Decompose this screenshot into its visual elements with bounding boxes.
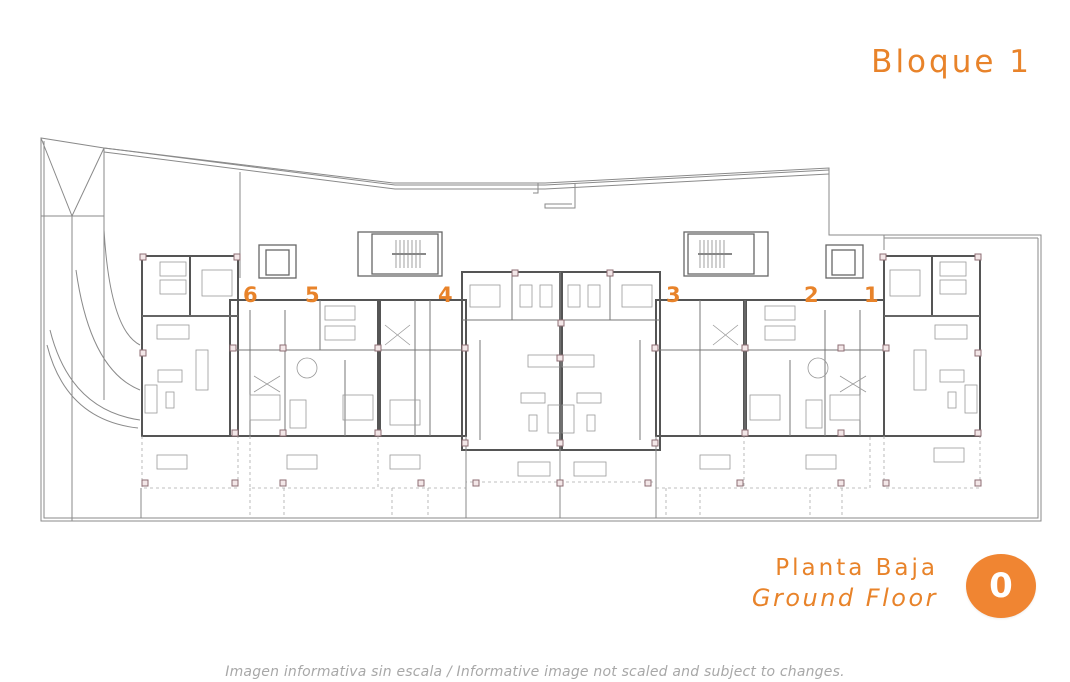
unit-number-6: 6 [243,283,258,307]
floor-label: Planta Baja Ground Floor [752,553,938,613]
floor-label-english: Ground Floor [751,584,938,612]
unit-number-5: 5 [305,283,320,307]
unit-number-4: 4 [438,283,453,307]
disclaimer-text: Imagen informativa sin escala / Informat… [225,664,845,680]
unit-number-3: 3 [666,283,681,307]
unit-number-2: 2 [804,283,819,307]
floor-label-spanish: Planta Baja [775,555,938,581]
block-title: Bloque 1 [871,44,1032,80]
unit-number-1: 1 [864,283,879,307]
floor-number-badge: 0 [966,554,1036,618]
